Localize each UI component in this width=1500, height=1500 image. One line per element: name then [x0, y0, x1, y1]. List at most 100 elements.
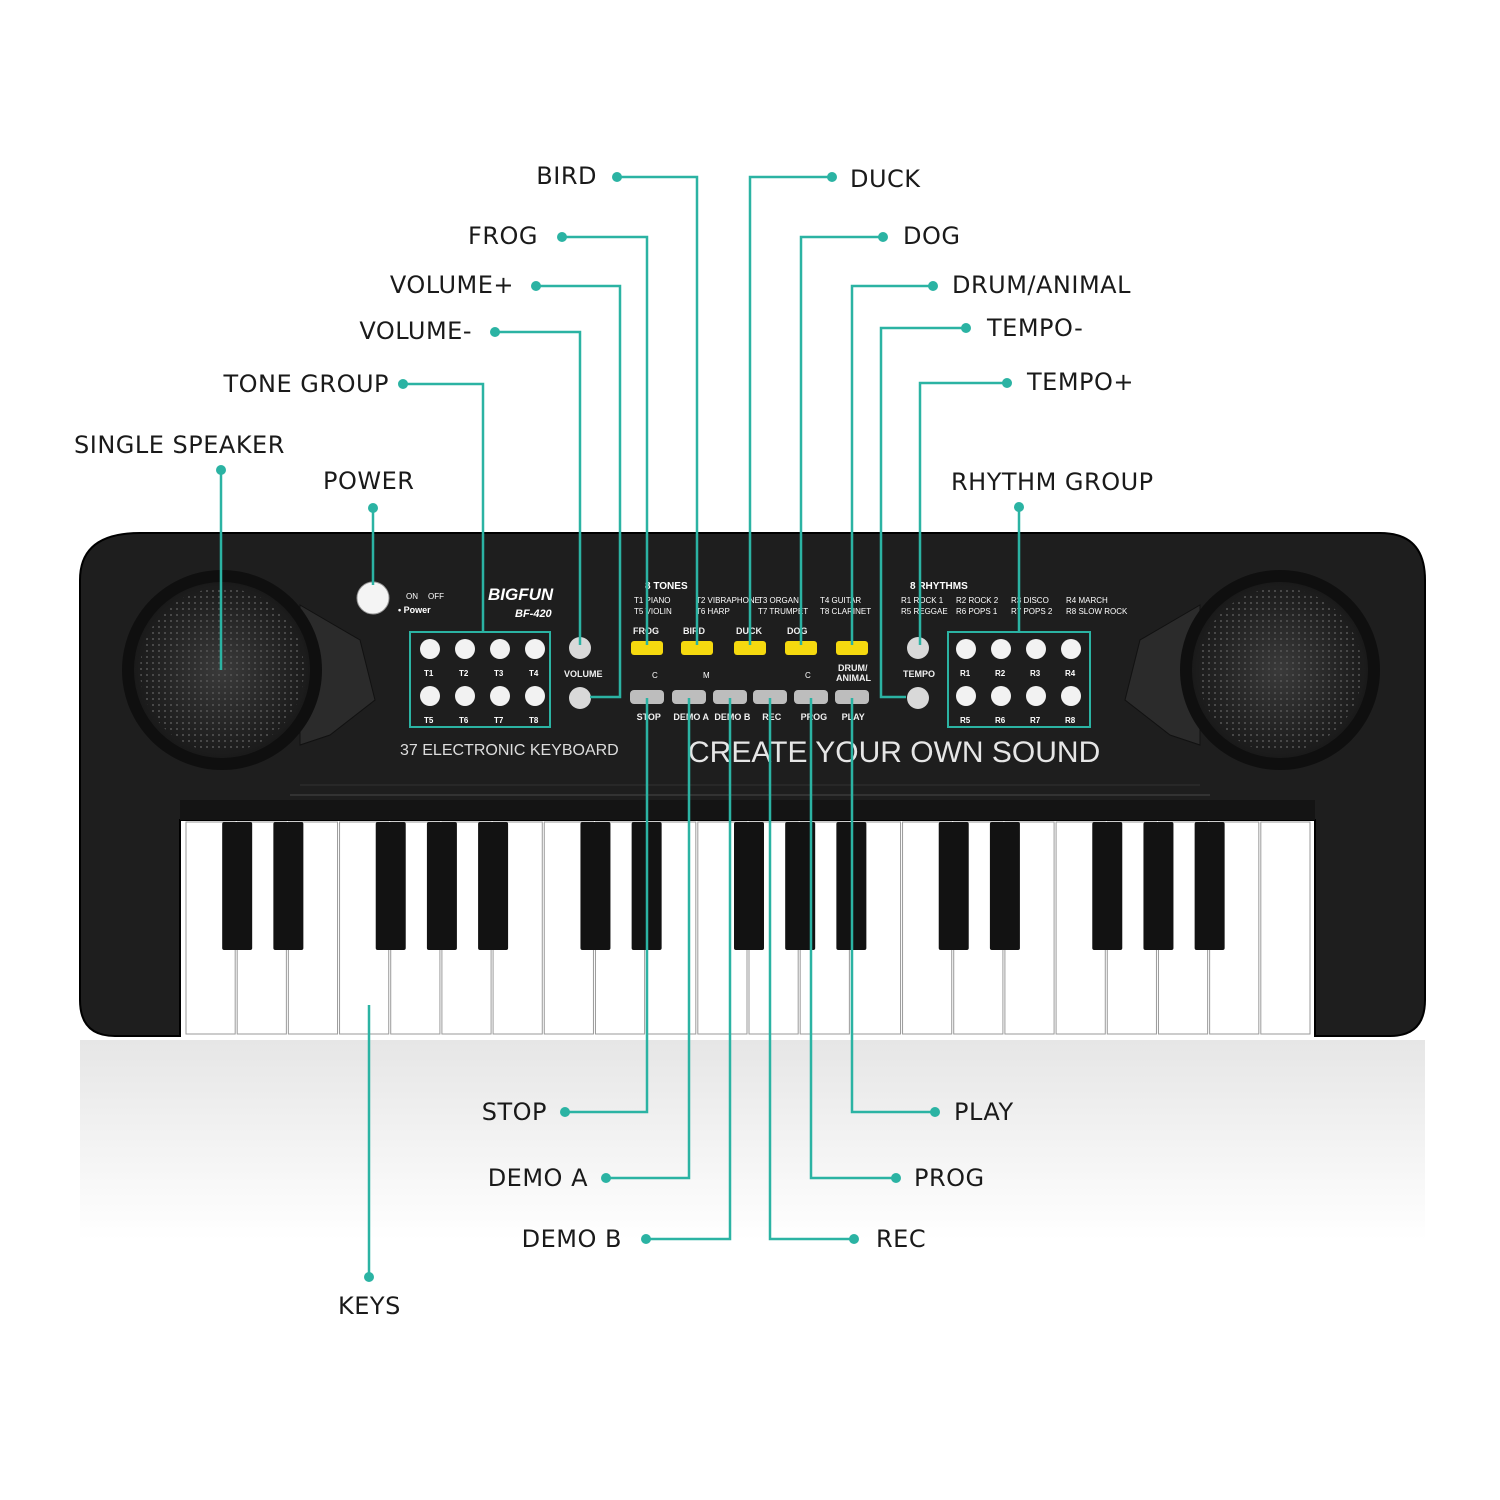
rhythm-button[interactable] — [1026, 639, 1046, 659]
icon-c-label-2: C — [805, 671, 811, 680]
white-key[interactable] — [1260, 821, 1311, 1035]
tone-button-label: T8 — [529, 716, 539, 725]
rhythm-button[interactable] — [956, 639, 976, 659]
rhythm-legend-item: R4 MARCH — [1066, 596, 1108, 605]
rhythm-button[interactable] — [956, 686, 976, 706]
volume-plus-callout: VOLUME+ — [389, 271, 514, 299]
rhythm-button-label: R2 — [995, 669, 1006, 678]
rhythm-button[interactable] — [991, 639, 1011, 659]
black-key[interactable] — [426, 822, 457, 950]
demo-a-callout: DEMO A — [487, 1164, 588, 1192]
drum-animal-label-2: ANIMAL — [836, 673, 871, 683]
rhythm-button[interactable] — [991, 686, 1011, 706]
function-button[interactable] — [835, 690, 869, 704]
black-key[interactable] — [1143, 822, 1174, 950]
black-key[interactable] — [1092, 822, 1123, 950]
function-button[interactable] — [794, 690, 828, 704]
stop-leader — [565, 698, 649, 1114]
black-key[interactable] — [734, 822, 764, 950]
animal-button[interactable] — [785, 641, 817, 655]
icon-c-label: C — [652, 671, 658, 680]
black-key[interactable] — [580, 822, 611, 950]
frog-callout: FROG — [468, 222, 538, 250]
black-key[interactable] — [375, 822, 406, 950]
function-button[interactable] — [713, 690, 747, 704]
tone-group-callout: TONE GROUP — [223, 370, 389, 398]
duck-leader — [748, 175, 832, 645]
function-button[interactable] — [753, 690, 787, 704]
model-caption: 37 ELECTRONIC KEYBOARD — [400, 742, 619, 759]
volume-plus-leader — [536, 284, 622, 699]
dog-leader — [799, 235, 883, 645]
play-leader — [850, 698, 935, 1114]
tempo-plus-leader — [918, 381, 1007, 645]
power-callout: POWER — [323, 467, 415, 495]
icon-m-label: M — [703, 671, 710, 680]
tone-button[interactable] — [490, 686, 510, 706]
black-key[interactable] — [938, 822, 969, 950]
function-button-label: DEMO B — [714, 712, 751, 722]
tone-button[interactable] — [420, 639, 440, 659]
function-button[interactable] — [630, 690, 664, 704]
function-button-label: STOP — [637, 712, 661, 722]
bird-leader — [617, 175, 699, 645]
rhythm-button[interactable] — [1061, 639, 1081, 659]
tone-button[interactable] — [525, 686, 545, 706]
black-key[interactable] — [1194, 822, 1225, 950]
tone-button-label: T6 — [459, 716, 469, 725]
tempo-plus-button[interactable] — [907, 637, 929, 659]
rhythm-legend-item: R1 ROCK 1 — [901, 596, 944, 605]
black-key[interactable] — [478, 822, 509, 950]
prog-callout: PROG — [914, 1164, 985, 1192]
stop-callout: STOP — [481, 1098, 547, 1126]
tone-button[interactable] — [490, 639, 510, 659]
tone-button-label: T5 — [424, 716, 434, 725]
tone-button[interactable] — [420, 686, 440, 706]
rhythm-button[interactable] — [1026, 686, 1046, 706]
animal-button-label: BIRD — [683, 626, 705, 636]
rhythm-legend-item: R8 SLOW ROCK — [1066, 607, 1128, 616]
rhythm-button-label: R3 — [1030, 669, 1041, 678]
rhythm-legend-item: R3 DISCO — [1011, 596, 1049, 605]
tone-button[interactable] — [455, 639, 475, 659]
function-button[interactable] — [672, 690, 706, 704]
rhythm-group-callout: RHYTHM GROUP — [951, 468, 1154, 496]
volume-minus-callout: VOLUME- — [359, 317, 472, 345]
drum-animal-leader — [850, 284, 933, 645]
tone-group-frame — [409, 631, 551, 728]
black-key[interactable] — [785, 822, 816, 950]
rec-leader — [768, 698, 854, 1241]
tone-button-label: T4 — [529, 669, 539, 678]
function-button-label: PROG — [801, 712, 828, 722]
volume-minus-button[interactable] — [569, 687, 591, 709]
tone-legend-item: T6 HARP — [696, 607, 730, 616]
demo-b-leader — [646, 698, 732, 1241]
duck-callout: DUCK — [850, 165, 921, 193]
piano-keys — [185, 821, 1311, 1035]
tone-button[interactable] — [525, 639, 545, 659]
animal-button[interactable] — [681, 641, 713, 655]
tempo-minus-button[interactable] — [907, 687, 929, 709]
function-button-label: REC — [762, 712, 782, 722]
black-key[interactable] — [989, 822, 1020, 950]
drum-animal-button[interactable] — [836, 641, 868, 655]
tone-legend-item: T3 ORGAN — [758, 596, 799, 605]
animal-button[interactable] — [631, 641, 663, 655]
black-key[interactable] — [222, 822, 253, 950]
rhythm-button[interactable] — [1061, 686, 1081, 706]
rhythm-button-label: R6 — [995, 716, 1006, 725]
black-key[interactable] — [273, 822, 304, 950]
volume-label: VOLUME — [564, 669, 603, 679]
keys-callout: KEYS — [338, 1292, 401, 1320]
volume-plus-button[interactable] — [569, 637, 591, 659]
tempo-label: TEMPO — [903, 669, 935, 679]
tone-button[interactable] — [455, 686, 475, 706]
tempo-plus-callout: TEMPO+ — [1027, 368, 1135, 396]
rhythms-title: 8 RHYTHMS — [910, 581, 968, 592]
model-label: BF-420 — [515, 608, 553, 620]
animal-button[interactable] — [734, 641, 766, 655]
right-speaker — [1124, 570, 1380, 770]
